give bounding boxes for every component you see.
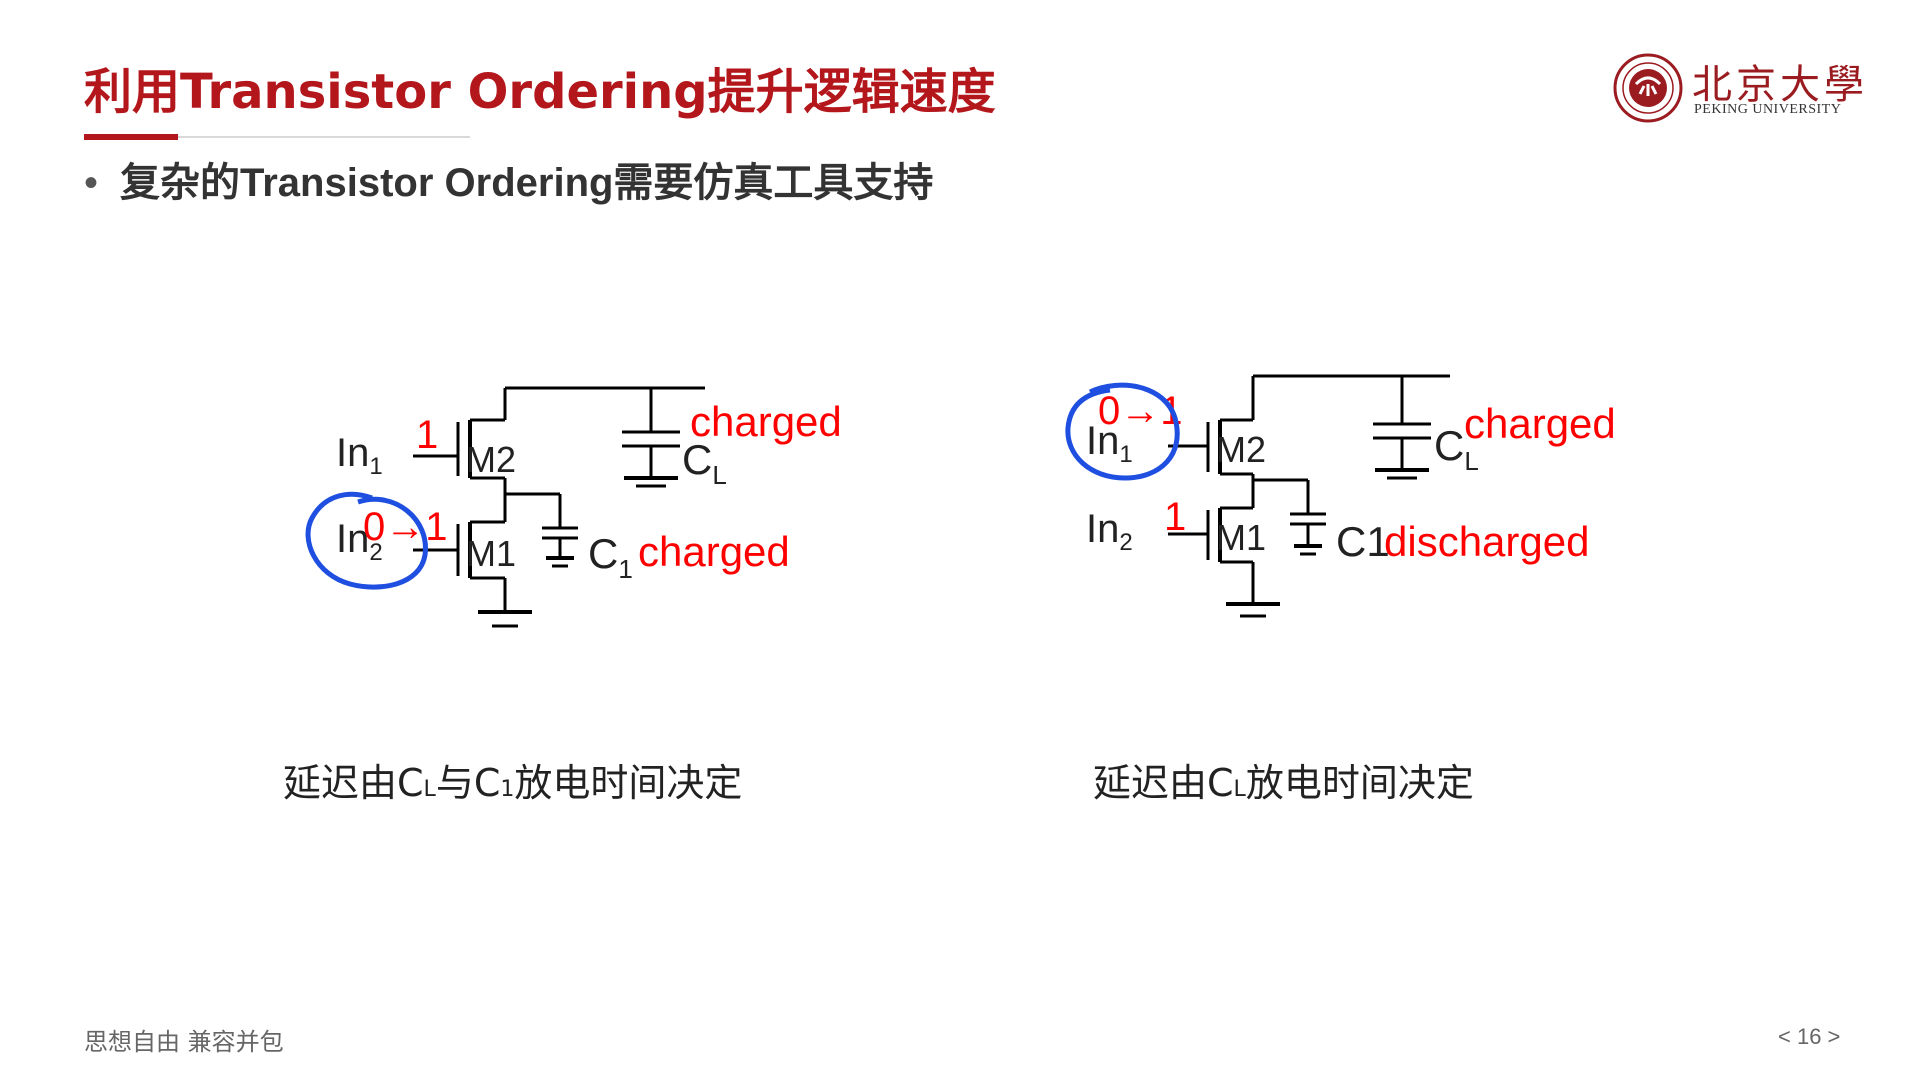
bullet-text: 复杂的Transistor Ordering需要仿真工具支持 [120,161,934,205]
left-in2-label: In2 [336,517,383,566]
title-underline-accent [84,134,178,140]
right-cl-state: charged [1464,400,1616,447]
right-c1-label: C1 [1336,518,1390,565]
right-in1-value: 0→1 [1098,389,1183,433]
title-underline [178,136,470,138]
left-cl-state: charged [690,398,842,445]
left-highlight-circle-icon [305,491,428,590]
page-title: 利用Transistor Ordering提升逻辑速度 [84,64,996,120]
right-circuit [1168,374,1450,618]
left-caption: 延迟由CL与C1放电时间决定 [283,761,743,805]
right-m2-label: M2 [1216,429,1266,470]
right-in1-label: In1 [1086,419,1133,468]
left-circuit-labels: In1 1 M2 In2 0→1 M1 CL charged C1 charge… [305,398,842,590]
right-in2-label: In2 [1086,507,1133,556]
right-c1-state: discharged [1384,518,1589,565]
left-m1-label: M1 [466,533,516,574]
left-cl-label: CL [682,436,727,490]
left-m2-label: M2 [466,439,516,480]
logo-english-name: PEKING UNIVERSITY [1694,102,1842,117]
page-number: < 16 > [1778,1024,1841,1049]
university-seal-icon [1613,53,1683,123]
university-logo: 北京大學 PEKING UNIVERSITY [1612,52,1864,124]
left-c1-label: C1 [588,530,633,584]
left-circuit [413,386,705,628]
left-in1-label: In1 [336,431,383,480]
bullet-point: • 复杂的Transistor Ordering需要仿真工具支持 [84,150,933,208]
bullet-dot-icon: • [84,161,99,205]
footer-motto: 思想自由 兼容并包 [84,1028,284,1056]
left-c1-state: charged [638,528,790,575]
right-circuit-labels: In1 0→1 M2 In2 1 M1 CL charged C1 discha… [1065,382,1616,565]
left-in1-value: 1 [416,413,438,457]
right-in2-value: 1 [1164,495,1186,539]
right-highlight-circle-icon [1065,382,1180,481]
right-m1-label: M1 [1216,517,1266,558]
logo-chinese-name: 北京大學 [1692,62,1868,108]
right-cl-label: CL [1434,422,1479,476]
right-caption: 延迟由CL放电时间决定 [1093,761,1474,805]
